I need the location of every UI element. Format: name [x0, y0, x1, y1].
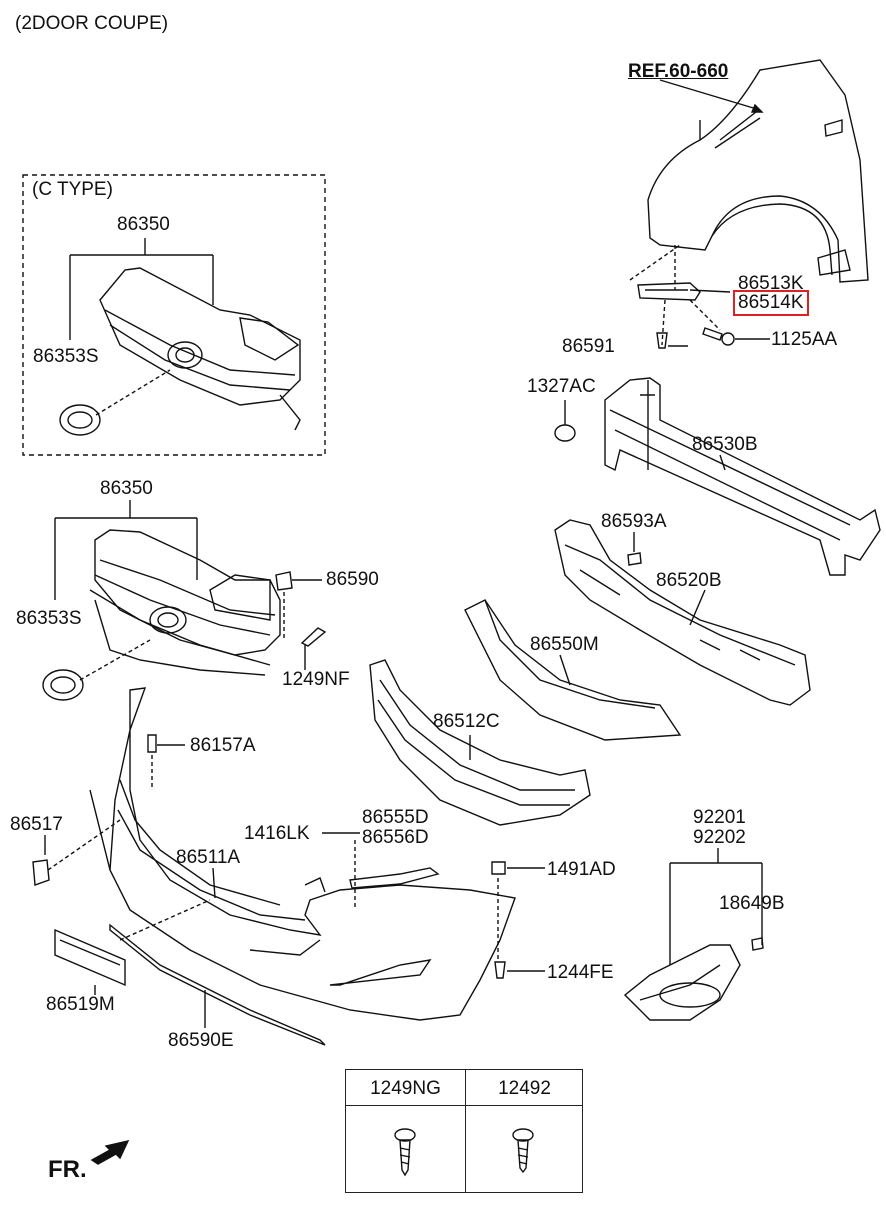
screw-table-col-1249ng[interactable]: 1249NG — [370, 1078, 441, 1099]
screw-table: 1249NG 12492 — [345, 1069, 583, 1193]
trim-strip-shape — [349, 867, 440, 889]
screw-table-divider — [465, 1070, 466, 1192]
label-c-type-emblem[interactable]: 86353S — [33, 346, 99, 367]
reference-link[interactable]: REF.60-660 — [628, 61, 729, 82]
label-86350[interactable]: 86350 — [100, 478, 153, 499]
bumper-beam-shape — [604, 377, 881, 576]
bolt-1125aa-shape — [702, 327, 770, 346]
clip-1491ad-shape — [491, 861, 506, 875]
label-86590[interactable]: 86590 — [326, 569, 379, 590]
label-86517[interactable]: 86517 — [10, 814, 63, 835]
label-86511a[interactable]: 86511A — [176, 847, 241, 868]
fender-shape — [647, 59, 869, 283]
label-86590e[interactable]: 86590E — [168, 1030, 234, 1051]
lower-strip-shape — [109, 923, 326, 1046]
lower-grille-shape — [369, 659, 591, 826]
lower-trim-shape — [464, 599, 682, 741]
variant-heading: (2DOOR COUPE) — [15, 13, 169, 34]
screw-table-header — [346, 1070, 582, 1106]
label-86513k[interactable]: 86513K — [738, 273, 804, 294]
label-1244fe[interactable]: 1244FE — [547, 962, 614, 983]
screw-1244fe-shape — [494, 961, 545, 979]
label-1125aa[interactable]: 1125AA — [771, 329, 838, 350]
main-emblem-shape — [42, 669, 84, 701]
license-bracket-shape — [54, 928, 126, 987]
forward-arrow-icon — [90, 1139, 130, 1165]
tow-cap-shape — [32, 859, 50, 886]
label-1249nf[interactable]: 1249NF — [282, 669, 350, 690]
direction-marker: FR. — [48, 1156, 87, 1183]
screw-12492-icon — [512, 1128, 534, 1174]
screw-table-col-12492[interactable]: 12492 — [498, 1078, 551, 1099]
c-type-grille-shape — [99, 267, 301, 431]
label-86519m[interactable]: 86519M — [46, 994, 115, 1015]
label-c-type-grille[interactable]: 86350 — [117, 214, 170, 235]
fender-bracket-shape — [629, 244, 731, 346]
screw-1249nf-shape — [300, 627, 327, 670]
label-1491ad[interactable]: 1491AD — [547, 859, 616, 880]
label-86157a[interactable]: 86157A — [190, 735, 256, 756]
clip-86593a-shape — [627, 552, 642, 566]
label-92202[interactable]: 92202 — [693, 827, 746, 848]
label-86550m[interactable]: 86550M — [530, 634, 599, 655]
label-86591[interactable]: 86591 — [562, 336, 615, 357]
fog-lamp-shape — [623, 944, 741, 1021]
label-86514k-highlighted[interactable]: 86514K — [733, 290, 809, 316]
label-86556d[interactable]: 86556D — [362, 827, 429, 848]
energy-absorber-shape — [554, 519, 811, 706]
label-86353s[interactable]: 86353S — [16, 608, 82, 629]
c-type-emblem-shape — [59, 404, 101, 436]
label-86555d[interactable]: 86555D — [362, 807, 429, 828]
label-86520b[interactable]: 86520B — [656, 570, 722, 591]
c-type-box-frame — [22, 174, 326, 456]
label-86593a[interactable]: 86593A — [601, 511, 667, 532]
nut-1327ac-shape — [554, 400, 576, 442]
label-92201[interactable]: 92201 — [693, 807, 746, 828]
label-18649b[interactable]: 18649B — [719, 893, 785, 914]
label-86512c[interactable]: 86512C — [433, 711, 500, 732]
main-grille-shape — [89, 529, 281, 676]
c-type-title: (C TYPE) — [32, 179, 113, 200]
screw-1249ng-icon — [394, 1128, 416, 1177]
clip-86590-shape — [275, 571, 322, 640]
label-1416lk[interactable]: 1416LK — [244, 823, 310, 844]
label-1327ac[interactable]: 1327AC — [527, 376, 596, 397]
clip-86157a-shape — [147, 734, 185, 790]
label-86530b[interactable]: 86530B — [692, 434, 758, 455]
screw-86591-shape — [656, 332, 688, 349]
bumper-cover-shape — [89, 687, 516, 1021]
